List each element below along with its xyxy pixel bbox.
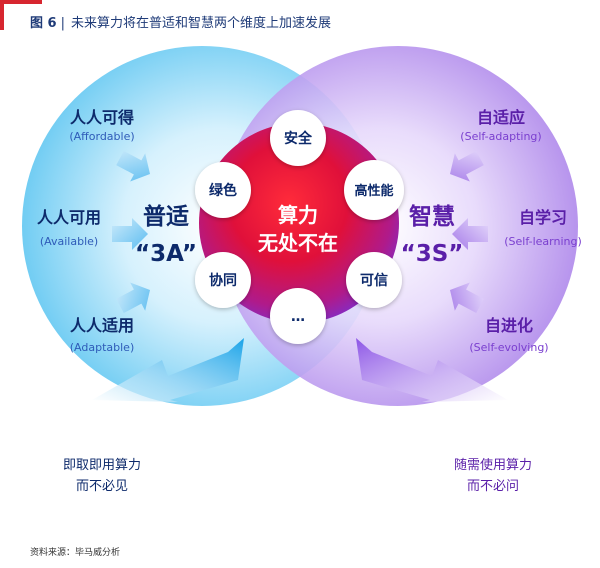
right-item-2-cn: 自学习 xyxy=(519,208,567,227)
center-nodes: 安全 高性能 可信 … 协同 绿色 xyxy=(195,110,404,344)
left-item-1-en: (Affordable) xyxy=(69,130,134,143)
left-small-arrow-2 xyxy=(112,218,148,250)
left-small-arrow-3 xyxy=(116,282,151,314)
right-bottom-line2: 而不必问 xyxy=(467,479,519,494)
right-item-1-cn: 自适应 xyxy=(477,108,525,127)
left-heading-line1: 普适 xyxy=(143,203,189,230)
left-bottom-line1: 即取即用算力 xyxy=(63,458,141,473)
left-heading-line2: “3A” xyxy=(135,241,197,267)
right-item-2-en: (Self-learning) xyxy=(504,235,582,248)
left-big-arrow xyxy=(92,338,244,402)
node-high-performance: 高性能 xyxy=(344,160,404,220)
node-collaboration: 协同 xyxy=(195,252,251,308)
source-note: 资料来源：毕马威分析 xyxy=(30,548,121,558)
node-green-label: 绿色 xyxy=(209,182,237,199)
figure-title: 图 6| 未来算力将在普适和智慧两个维度上加速发展 xyxy=(30,12,331,31)
right-item-3-en: (Self-evolving) xyxy=(469,341,548,354)
right-item-3-cn: 自进化 xyxy=(485,316,533,335)
figure-separator: | xyxy=(60,16,65,31)
node-trusted: 可信 xyxy=(346,252,402,308)
center-line2: 无处不在 xyxy=(258,231,338,255)
right-small-arrow-2 xyxy=(452,218,488,250)
node-green: 绿色 xyxy=(195,162,251,218)
left-item-3-en: (Adaptable) xyxy=(70,341,134,354)
node-more-label: … xyxy=(291,309,305,325)
center-line1: 算力 xyxy=(278,203,318,227)
right-heading-line2: “3S” xyxy=(401,241,464,267)
node-collaboration-label: 协同 xyxy=(209,272,237,289)
left-item-3-cn: 人人适用 xyxy=(70,316,134,335)
right-small-arrow-3 xyxy=(449,282,484,314)
node-security: 安全 xyxy=(270,110,326,166)
right-bottom-line1: 随需使用算力 xyxy=(454,457,532,473)
right-big-arrow xyxy=(356,338,508,402)
node-security-label: 安全 xyxy=(284,130,313,147)
corner-accent-bar xyxy=(0,0,42,4)
right-heading-line1: 智慧 xyxy=(409,203,455,230)
right-small-arrow-1 xyxy=(449,150,484,182)
left-item-2-en: (Available) xyxy=(40,235,98,248)
node-high-performance-label: 高性能 xyxy=(354,183,393,199)
figure-label: 图 6 xyxy=(30,16,57,31)
right-item-1-en: (Self-adapting) xyxy=(460,130,541,143)
node-more: … xyxy=(270,288,326,344)
left-item-2-cn: 人人可用 xyxy=(37,208,101,227)
figure-title-text: 未来算力将在普适和智慧两个维度上加速发展 xyxy=(70,16,331,31)
node-trusted-label: 可信 xyxy=(360,272,388,289)
corner-accent-bar-vertical xyxy=(0,0,4,30)
left-bottom-line2: 而不必见 xyxy=(76,479,128,494)
left-small-arrow-1 xyxy=(116,150,151,182)
left-item-1-cn: 人人可得 xyxy=(70,108,134,127)
